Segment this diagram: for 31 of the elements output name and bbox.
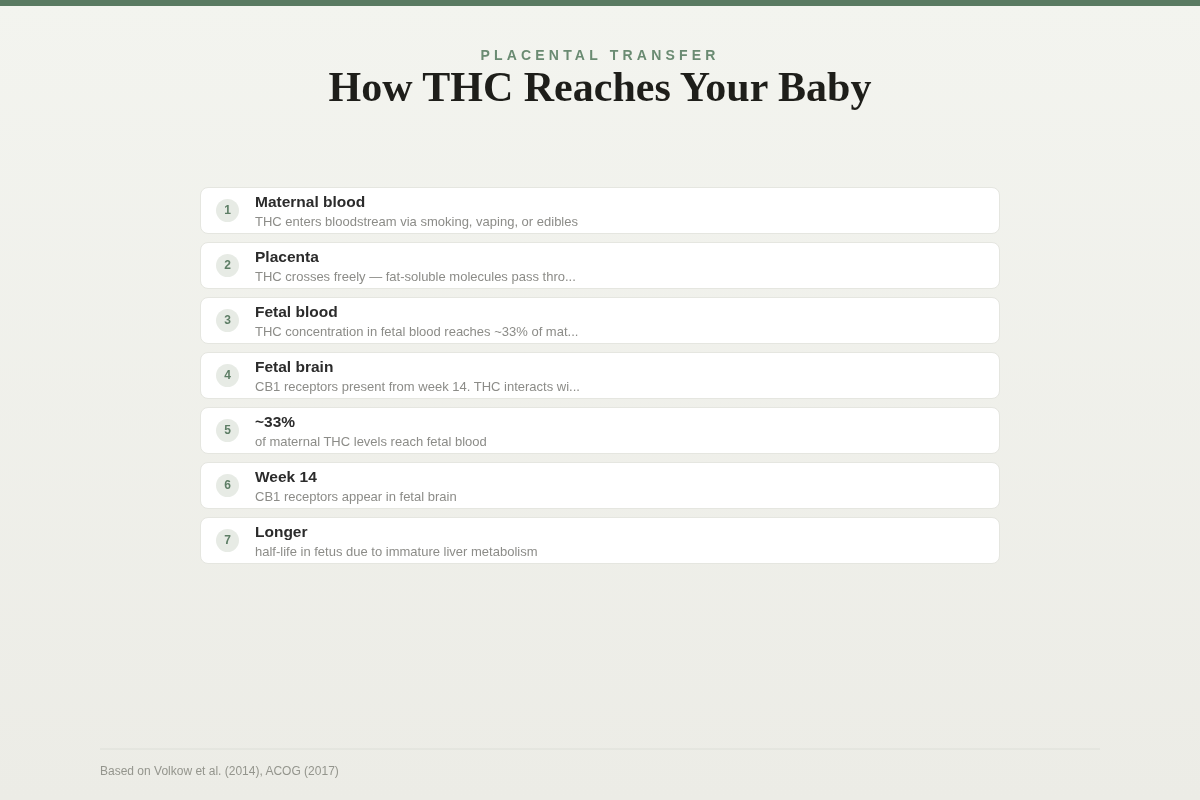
step-card (200, 352, 1000, 399)
step-description: CB1 receptors appear in fetal brain (255, 489, 457, 505)
step-number: 5 (216, 419, 239, 442)
step-description: THC concentration in fetal blood reaches ~33% of mat... (255, 324, 579, 340)
source-note: Based on Volkow et al. (2014), ACOG (2017) (100, 764, 339, 778)
step-description: of maternal THC levels reach fetal blood (255, 434, 487, 450)
step-description: THC enters bloodstream via smoking, vaping, or edibles (255, 214, 578, 230)
step-number: 6 (216, 474, 239, 497)
step-number: 4 (216, 364, 239, 387)
step-card (200, 462, 1000, 509)
step-description: CB1 receptors present from week 14. THC interacts wi... (255, 379, 580, 395)
step-title: Placenta (255, 247, 319, 267)
step-title: Week 14 (255, 467, 317, 487)
step-title: Fetal blood (255, 302, 338, 322)
step-description: half-life in fetus due to immature liver metabolism (255, 544, 538, 560)
step-card (200, 407, 1000, 454)
step-number: 1 (216, 199, 239, 222)
step-title: ~33% (255, 412, 296, 432)
step-description: THC crosses freely — fat-soluble molecules pass thro... (255, 269, 576, 285)
step-card (200, 297, 1000, 344)
step-title: Fetal brain (255, 357, 334, 377)
step-number: 7 (216, 529, 239, 552)
page-title: How THC Reaches Your Baby (328, 64, 872, 110)
step-title: Maternal blood (255, 192, 366, 212)
step-number: 2 (216, 254, 239, 277)
section-label: PLACENTAL TRANSFER (480, 47, 720, 63)
step-card (200, 517, 1000, 564)
step-card (200, 187, 1000, 234)
step-card (200, 242, 1000, 289)
step-title: Longer (255, 522, 308, 542)
step-number: 3 (216, 309, 239, 332)
